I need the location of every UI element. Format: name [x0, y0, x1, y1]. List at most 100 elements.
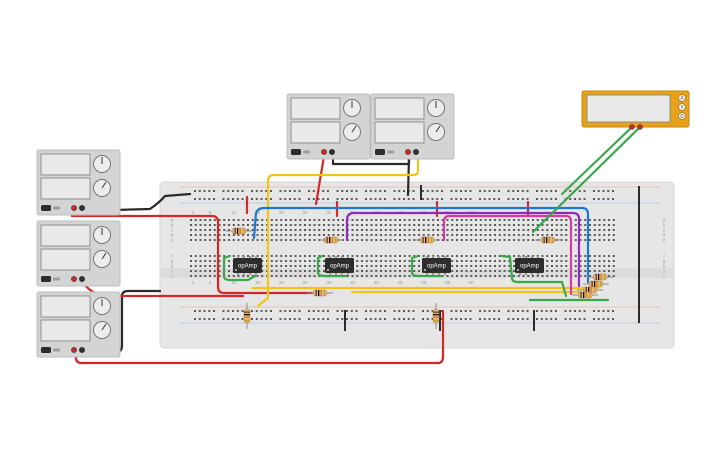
row-letter: c [663, 228, 666, 233]
column-number: 5 [209, 210, 212, 215]
negative-terminal[interactable] [79, 205, 85, 211]
power-switch[interactable] [41, 347, 51, 353]
resistor[interactable] [414, 236, 440, 244]
row-letter: e [663, 238, 666, 243]
row-letter: e [171, 238, 174, 243]
resistor[interactable] [432, 303, 440, 329]
column-number: 25 [302, 210, 308, 215]
row-letter: d [663, 233, 666, 238]
meter-mode-buttons[interactable]: AVΩ [678, 94, 686, 120]
resistor[interactable] [318, 236, 344, 244]
column-number: 10 [231, 210, 237, 215]
wire-black[interactable] [78, 192, 192, 213]
row-letter: d [171, 233, 174, 238]
op-amp-chips: opAmp opAmp opAmp opAmp [233, 256, 544, 275]
op-amp-label: opAmp [427, 264, 447, 270]
row-letter: f [663, 254, 665, 259]
wire-green[interactable] [410, 254, 444, 278]
wire-purple[interactable] [345, 211, 581, 288]
negative-terminal[interactable] [79, 347, 85, 353]
row-letter: f [171, 254, 173, 259]
wire-green[interactable] [500, 254, 512, 259]
row-letter: a [663, 218, 666, 223]
column-number: 20 [279, 210, 285, 215]
power-supply[interactable] [36, 291, 121, 358]
resistor[interactable] [226, 227, 252, 235]
resistor[interactable] [572, 291, 598, 299]
positive-terminal[interactable] [321, 149, 327, 155]
power-supply[interactable] [36, 220, 121, 287]
wire-magenta[interactable] [442, 214, 573, 296]
column-number: 15 [255, 210, 261, 215]
column-number: 20 [279, 280, 285, 285]
breadboard-black-jumpers[interactable] [344, 185, 640, 331]
column-number: 1 [192, 210, 195, 215]
op-amp-chip[interactable]: opAmp [233, 256, 262, 275]
wire-blue[interactable] [252, 206, 590, 284]
negative-terminal[interactable] [79, 276, 85, 282]
row-letter: b [171, 223, 174, 228]
wire-red[interactable] [70, 209, 314, 295]
meter-mode-button[interactable] [678, 103, 686, 111]
row-letter: h [663, 264, 666, 269]
column-number: 30 [326, 210, 332, 215]
power-switch[interactable] [41, 276, 51, 282]
positive-terminal[interactable] [71, 205, 77, 211]
column-number: 5 [209, 280, 212, 285]
power-switch[interactable] [291, 149, 301, 155]
op-amp-chip[interactable]: opAmp [422, 256, 451, 275]
row-letter: c [171, 228, 174, 233]
wire-yellow[interactable] [266, 154, 420, 295]
resistor[interactable] [243, 303, 251, 329]
resistor[interactable] [587, 273, 613, 281]
wire-red[interactable] [74, 309, 445, 365]
column-number: 60 [469, 280, 475, 285]
wire-green[interactable] [508, 255, 564, 284]
multimeter[interactable]: AVΩ [581, 90, 690, 130]
power-supply[interactable] [370, 93, 455, 160]
wire-red[interactable] [314, 154, 326, 206]
wire-yellow[interactable] [256, 287, 270, 308]
positive-terminal[interactable] [405, 149, 411, 155]
positive-terminal[interactable] [71, 276, 77, 282]
wire-green[interactable] [531, 125, 642, 234]
op-amp-chip[interactable]: opAmp [515, 256, 544, 275]
column-number: 35 [350, 280, 356, 285]
negative-terminal[interactable] [329, 149, 335, 155]
column-number: 40 [374, 280, 380, 285]
wire-green[interactable] [560, 125, 634, 196]
resistor[interactable] [535, 236, 561, 244]
op-amp-label: opAmp [520, 264, 540, 270]
wire-green[interactable] [560, 280, 568, 298]
positive-terminal[interactable] [71, 347, 77, 353]
row-letter: g [171, 259, 174, 264]
meter-mode-button[interactable] [678, 112, 686, 120]
resistor[interactable] [583, 280, 609, 288]
power-supply[interactable] [286, 93, 371, 160]
row-letter: i [172, 269, 173, 274]
column-number: 10 [231, 280, 237, 285]
op-amp-chip[interactable]: opAmp [325, 256, 354, 275]
op-amp-label: opAmp [330, 264, 350, 270]
row-letter: h [171, 264, 174, 269]
power-switch[interactable] [375, 149, 385, 155]
power-switch[interactable] [41, 205, 51, 211]
power-supplies [36, 93, 455, 358]
meter-probe-terminal[interactable] [629, 124, 635, 130]
column-number: 55 [445, 280, 451, 285]
row-letter: b [663, 223, 666, 228]
resistors [226, 227, 613, 329]
meter-probe-terminal[interactable] [637, 124, 643, 130]
meter-mode-button[interactable] [678, 94, 686, 102]
wire-green[interactable] [222, 254, 257, 282]
negative-terminal[interactable] [413, 149, 419, 155]
power-supply[interactable] [36, 149, 121, 216]
column-number: 50 [421, 280, 427, 285]
column-number: 1 [192, 280, 195, 285]
column-number: 45 [397, 280, 403, 285]
wire-green[interactable] [316, 254, 348, 278]
resistor[interactable] [307, 289, 333, 297]
meter-mode-label: Ω [680, 114, 684, 119]
